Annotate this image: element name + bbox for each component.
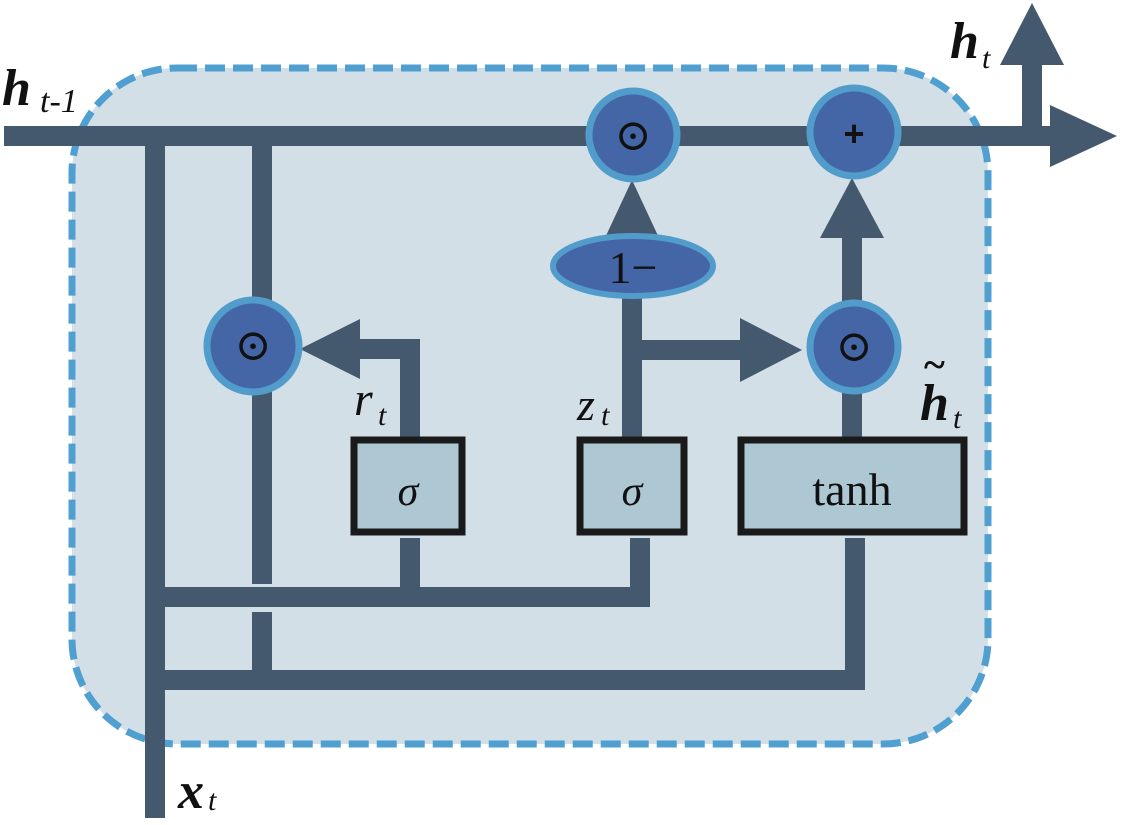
one-minus-node: 1−	[550, 233, 716, 299]
update-arrow-right-icon	[740, 318, 802, 382]
output-arrow-right-icon	[1050, 105, 1117, 167]
output-arrow-up-icon	[1000, 3, 1064, 65]
add-node: +	[806, 84, 902, 180]
svg-text:h: h	[920, 375, 949, 432]
update-mult-node: ⊙	[585, 87, 681, 183]
sigma-label: σ	[398, 469, 421, 515]
svg-text:h: h	[950, 13, 979, 70]
z-gate-label: z t	[576, 379, 610, 432]
svg-text:z: z	[576, 379, 595, 430]
h-out-label: h t	[950, 13, 991, 75]
r-gate-label: r t	[354, 373, 387, 432]
plus-icon: +	[843, 113, 864, 154]
hadamard-icon: ⊙	[615, 111, 652, 160]
svg-text:t: t	[953, 402, 962, 435]
cell-boundary	[68, 64, 992, 748]
svg-text:r: r	[354, 373, 373, 426]
hadamard-icon: ⊙	[836, 322, 873, 371]
reset-mult-node: ⊙	[203, 296, 303, 396]
update-gate-box: σ	[576, 436, 688, 536]
reset-gate-output	[340, 339, 420, 440]
svg-text:t: t	[601, 399, 610, 432]
tanh-input-bus	[155, 538, 865, 690]
tanh-box: tanh	[737, 436, 968, 536]
add-arrow-up-icon	[820, 178, 884, 238]
one-minus-label: 1−	[609, 242, 658, 293]
svg-text:t: t	[208, 784, 217, 817]
x-in-label: x t	[177, 763, 217, 820]
update-arrow-up-icon	[604, 180, 660, 240]
svg-text:t: t	[378, 399, 387, 432]
reset-arrow-icon	[300, 319, 360, 379]
h-cand-label: h ~ t	[920, 342, 962, 435]
hadamard-icon: ⊙	[235, 321, 272, 370]
h-prev-label: h t-1	[2, 60, 78, 120]
gate-input-bus	[155, 538, 650, 607]
svg-text:x: x	[177, 763, 204, 820]
svg-text:t: t	[982, 42, 991, 75]
svg-text:t-1: t-1	[40, 83, 78, 120]
reset-gate-box: σ	[350, 436, 466, 536]
tilde-accent: ~	[924, 342, 945, 387]
cand-mult-node: ⊙	[806, 299, 902, 395]
tanh-label: tanh	[812, 464, 891, 515]
svg-text:h: h	[2, 60, 31, 117]
sigma-label: σ	[622, 469, 645, 515]
